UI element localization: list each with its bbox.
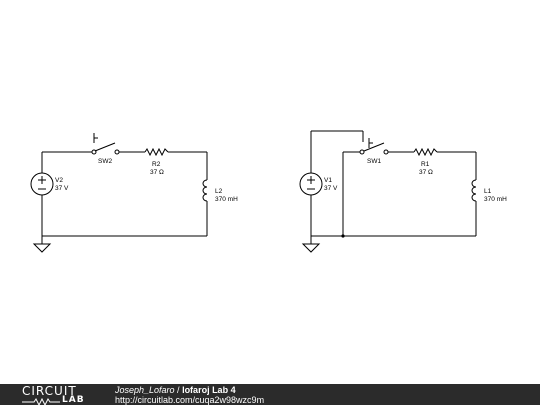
- resistor-left: [144, 147, 169, 157]
- inductor-value-left: 370 mH: [215, 196, 238, 203]
- inductor-label-right: L1: [484, 188, 492, 195]
- circuit-right: V1 37 V SW1 R1 37 Ω L1 370 mH: [299, 130, 507, 253]
- switch-label-right: SW1: [367, 158, 381, 165]
- resistor-value-left: 37 Ω: [150, 169, 164, 176]
- project-title[interactable]: lofaroj Lab 4: [182, 385, 236, 395]
- ground-symbol-left: [32, 243, 52, 253]
- source-value-right: 37 V: [324, 185, 338, 192]
- junction-dot: [341, 234, 345, 238]
- inductor-right: [471, 179, 477, 202]
- voltage-source-left: [30, 172, 54, 196]
- circuit-meta: Joseph_Lofaro / lofaroj Lab 4 http://cir…: [115, 385, 264, 405]
- meta-separator: /: [174, 385, 183, 395]
- footer-bar: CIRCUIT LAB Joseph_Lofaro / lofaroj Lab …: [0, 384, 540, 406]
- logo-text-bottom: LAB: [62, 395, 85, 405]
- source-label-left: V2: [55, 177, 63, 184]
- inductor-value-right: 370 mH: [484, 196, 507, 203]
- inductor-left: [202, 179, 208, 202]
- circuit-url[interactable]: http://circuitlab.com/cuqa2w98wzc9m: [115, 395, 265, 405]
- schematic-canvas: V2 37 V SW2 R2 37 Ω L2 370 mH: [30, 130, 507, 253]
- switch-left: [91, 133, 120, 155]
- source-label-right: V1: [324, 177, 332, 184]
- author-link[interactable]: Joseph_Lofaro: [115, 385, 175, 395]
- logo-resistor-icon: [22, 397, 60, 406]
- circuit-left: V2 37 V SW2 R2 37 Ω L2 370 mH: [30, 133, 238, 253]
- resistor-value-right: 37 Ω: [419, 169, 433, 176]
- circuitlab-logo[interactable]: CIRCUIT LAB: [22, 384, 92, 406]
- ground-symbol-right: [301, 243, 321, 253]
- resistor-label-left: R2: [152, 161, 161, 168]
- wires-right: [310, 130, 477, 244]
- switch-right: [359, 138, 389, 155]
- voltage-source-right: [299, 172, 323, 196]
- wires-left: [41, 151, 208, 244]
- resistor-right: [413, 147, 438, 157]
- switch-label-left: SW2: [98, 158, 112, 165]
- source-value-left: 37 V: [55, 185, 69, 192]
- logo-text-top: CIRCUIT: [22, 384, 77, 398]
- resistor-label-right: R1: [421, 161, 430, 168]
- inductor-label-left: L2: [215, 188, 223, 195]
